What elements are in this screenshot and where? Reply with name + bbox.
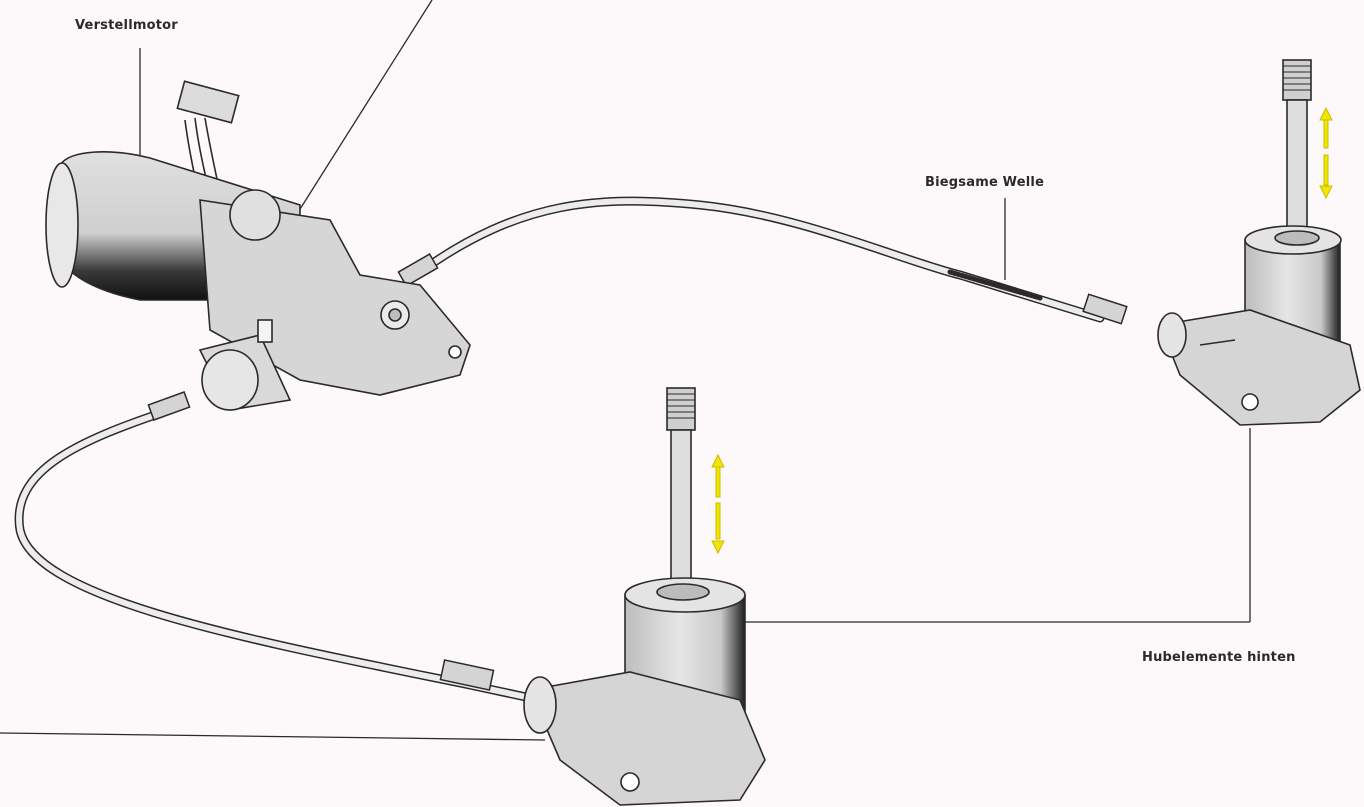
motion-arrows	[711, 106, 1333, 555]
arrow-up-down-rear	[1319, 106, 1333, 200]
adjustment-motor	[45, 80, 471, 411]
leader-line-front	[0, 732, 546, 741]
label-flexible-shaft: Biegsame Welle	[925, 175, 1045, 190]
label-adjustment-motor: Verstellmotor	[75, 18, 178, 33]
flexible-shaft-front	[14, 405, 545, 705]
arrow-up-down-front	[711, 453, 725, 555]
connector-plug	[176, 80, 240, 124]
leader-lines	[0, 0, 1251, 741]
leader-line-gearbox	[289, 0, 433, 226]
label-rear-lift-elements: Hubelemente hinten	[1142, 650, 1296, 665]
lift-element-front	[523, 387, 766, 806]
lift-element-rear	[1157, 59, 1361, 426]
flexible-shafts	[14, 196, 1128, 705]
